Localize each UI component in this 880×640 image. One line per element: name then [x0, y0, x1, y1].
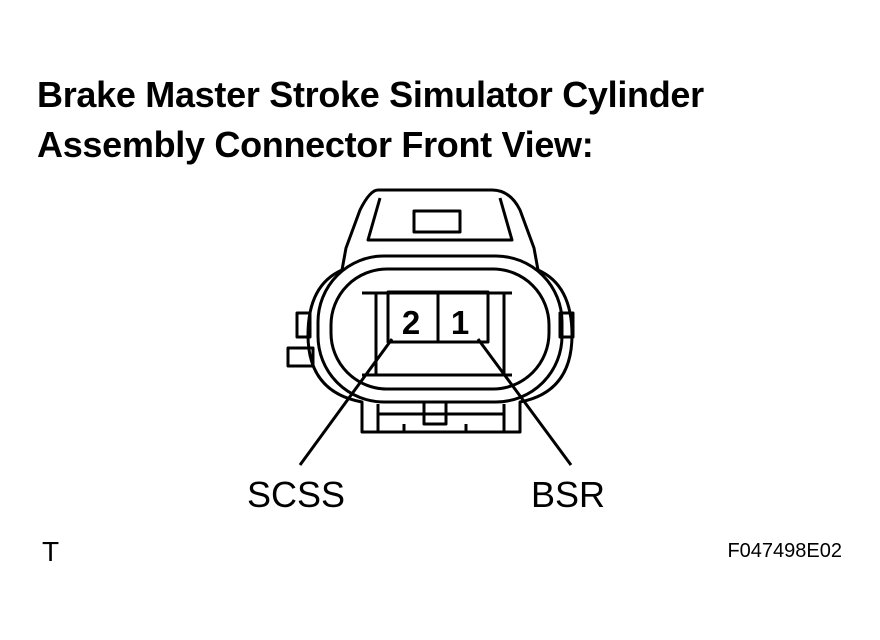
top-latch [412, 209, 462, 234]
diagram-title: Brake Master Stroke Simulator Cylinder A… [37, 70, 704, 170]
left-side-tab [295, 311, 312, 339]
left-lower-lug [286, 346, 315, 368]
leader-line-bsr [476, 338, 573, 466]
pin-number-2: 2 [402, 304, 420, 341]
signal-label-bsr: BSR [531, 474, 605, 515]
title-line-2: Assembly Connector Front View: [37, 124, 594, 165]
bottom-lock-slot [402, 424, 468, 432]
figure-id-label: F047498E02 [727, 540, 842, 562]
title-line-1: Brake Master Stroke Simulator Cylinder [37, 74, 704, 115]
leader-line-scss [298, 338, 394, 466]
pin-number-1: 1 [451, 304, 469, 341]
hood-inner-outline [366, 197, 514, 242]
side-code-label: T [42, 536, 60, 567]
right-side-tab [558, 311, 575, 339]
connector-housing-outline [306, 188, 574, 434]
bottom-lock-tab [422, 400, 448, 426]
signal-label-scss: SCSS [247, 474, 345, 515]
mating-face-inner [329, 267, 551, 391]
bottom-lock-outline [376, 404, 506, 432]
pin-cavity-1 [436, 290, 490, 344]
